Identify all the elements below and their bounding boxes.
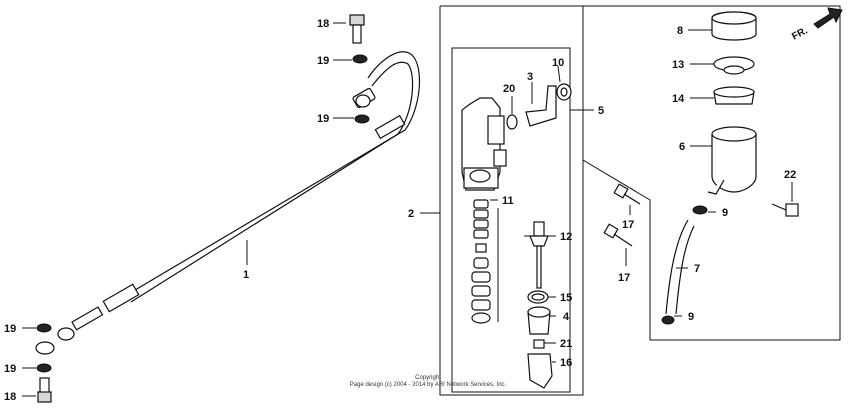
- callout-3: 3: [527, 71, 533, 83]
- callout-19-d: 19: [4, 363, 16, 375]
- callout-15: 15: [560, 292, 572, 304]
- sealing-washer-bottom: [36, 363, 52, 373]
- callout-9-lower: 9: [688, 311, 694, 323]
- callout-19-c: 19: [4, 323, 16, 335]
- reservoir-hose: [665, 219, 689, 315]
- reservoir-group: [603, 11, 799, 325]
- callout-19-b: 19: [317, 113, 329, 125]
- callout-19-a: 19: [317, 55, 329, 67]
- callout-1: 1: [243, 269, 249, 281]
- callout-18-top: 18: [317, 18, 329, 30]
- sealing-washer-top: [352, 54, 368, 64]
- callouts: 1 2 3 4 5 6 7 8 9 9 10 11 12 13 14 15 16…: [4, 18, 796, 403]
- callout-13: 13: [672, 59, 684, 71]
- front-label: FR.: [790, 25, 810, 42]
- front-arrow-icon: [813, 7, 843, 29]
- callout-11: 11: [502, 195, 514, 207]
- assembly-outline: [439, 5, 841, 396]
- master-cylinder: [461, 97, 507, 191]
- leader-lines: [22, 22, 793, 397]
- callout-7: 7: [694, 263, 700, 275]
- callout-8: 8: [677, 25, 683, 37]
- callout-22: 22: [784, 169, 796, 181]
- hose-clamp-upper: [692, 205, 708, 215]
- callout-4: 4: [563, 311, 570, 323]
- callout-17-lower: 17: [618, 272, 630, 284]
- callout-2: 2: [408, 208, 414, 220]
- callout-21: 21: [560, 338, 572, 350]
- callout-16: 16: [560, 357, 572, 369]
- push-rod: [524, 221, 549, 289]
- callout-20: 20: [503, 83, 515, 95]
- callout-17-upper: 17: [622, 219, 634, 231]
- piston-kit: [471, 199, 499, 324]
- callout-9-upper: 9: [722, 207, 728, 219]
- callout-6: 6: [679, 141, 685, 153]
- sealing-washer-mid: [354, 114, 370, 124]
- copyright-line1: Copyright: [415, 375, 441, 381]
- callout-10: 10: [552, 57, 564, 69]
- callout-18-bottom: 18: [4, 391, 16, 403]
- left-hardware: [36, 14, 371, 403]
- copyright: Copyright Page design (c) 2004 - 2014 by…: [350, 375, 507, 388]
- front-direction-indicator: FR.: [790, 7, 843, 43]
- lower-components: [527, 290, 553, 389]
- banjo-bolt-top: [349, 14, 365, 26]
- copyright-line2: Page design (c) 2004 - 2014 by ARI Netwo…: [350, 382, 507, 388]
- sealing-washer-low: [36, 323, 52, 333]
- callout-14: 14: [672, 93, 685, 105]
- callout-5: 5: [598, 105, 604, 117]
- hose-clamp-lower: [661, 315, 675, 325]
- reservoir-tank: [711, 133, 757, 193]
- callout-12: 12: [560, 231, 572, 243]
- fittings: [506, 83, 572, 130]
- mounting-bolt: [785, 203, 799, 217]
